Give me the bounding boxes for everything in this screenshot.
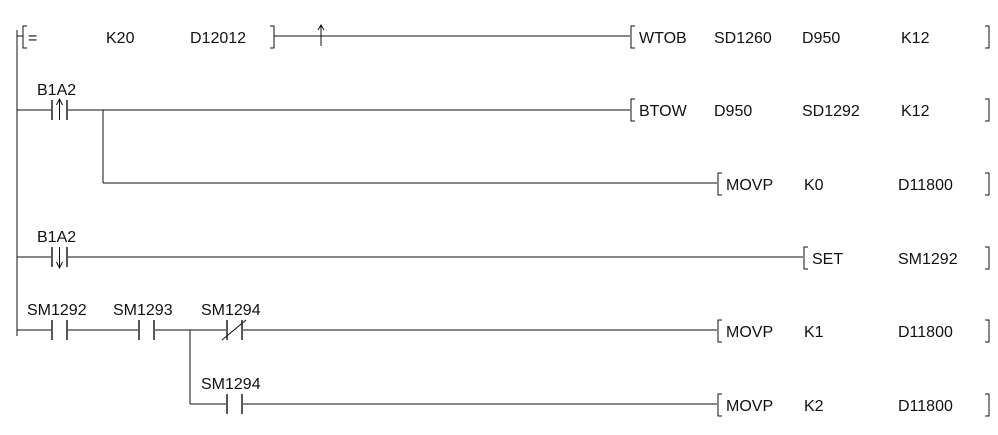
instruction-arg-2: D11800 [898,177,953,194]
rung-4: SM1292 SM1293 SM1294 SM1294 MOVP K [17,302,990,417]
normally-open-contact-icon [51,320,68,340]
rising-edge-contact-icon [51,97,68,120]
instruction-bracket-right [985,172,990,196]
instruction-bracket-right [985,393,990,417]
normally-closed-contact-icon [221,319,247,341]
compare-operator: = [28,30,37,47]
instruction-name: MOVP [726,324,773,341]
instruction-bracket-left [717,172,722,196]
rung-1: = K20 D12012 WTOB SD1260 D950 K12 [17,24,990,49]
compare-operand-a: K20 [106,30,135,47]
rung-2: B1A2 BTOW D950 SD1292 K12 MOVP K0 D11800 [17,82,990,196]
instruction-arg-1: SD1260 [714,30,772,47]
instruction-bracket-left [803,246,808,270]
instruction-name: MOVP [726,177,773,194]
instruction-arg-2: SD1292 [802,103,860,120]
contact-label: B1A2 [37,229,76,246]
contact-label: B1A2 [37,82,76,99]
instruction-bracket-left [717,393,722,417]
instruction-name: SET [812,251,843,268]
instruction-name: WTOB [639,30,687,47]
contact-label: SM1292 [27,302,87,319]
instruction-arg-3: K12 [901,30,930,47]
instruction-bracket-left [630,25,635,49]
rung-3: B1A2 SET SM1292 [17,229,990,270]
instruction-bracket-right [985,98,990,122]
falling-edge-contact-icon [51,247,68,270]
instruction-arg-1: K0 [804,177,824,194]
compare-bracket-right [270,25,275,49]
instruction-bracket-right [985,246,990,270]
normally-open-contact-icon [226,394,243,414]
instruction-arg-2: D950 [802,30,840,47]
contact-label: SM1293 [113,302,173,319]
instruction-arg-2: D11800 [898,324,953,341]
instruction-name: BTOW [639,103,688,120]
instruction-bracket-left [630,98,635,122]
instruction-arg-1: K1 [804,324,824,341]
instruction-arg-3: K12 [901,103,930,120]
normally-open-contact-icon [138,320,155,340]
instruction-arg-2: D11800 [898,398,953,415]
rising-pulse-arrow-icon [317,24,325,46]
instruction-name: MOVP [726,398,773,415]
compare-operand-b: D12012 [190,30,246,47]
instruction-arg-1: D950 [714,103,752,120]
instruction-arg-1: K2 [804,398,824,415]
contact-label: SM1294 [201,376,261,393]
instruction-bracket-right [985,319,990,343]
compare-bracket-left [22,25,27,49]
contact-label: SM1294 [201,302,261,319]
instruction-arg-1: SM1292 [898,251,958,268]
instruction-bracket-right [985,25,990,49]
instruction-bracket-left [717,319,722,343]
